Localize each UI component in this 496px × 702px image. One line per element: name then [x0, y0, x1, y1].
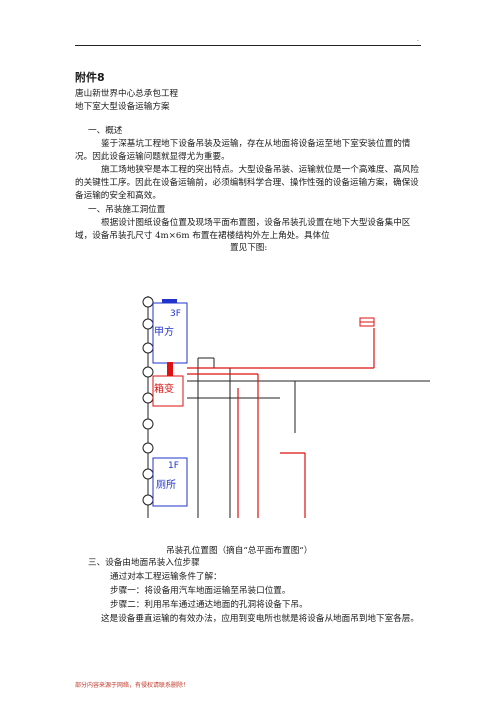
blue-cap [162, 299, 177, 305]
node-circle [142, 392, 154, 404]
section3-paragraph2: 这是设备垂直运输的有效办法，应用到变电所也就是将设备从地面吊到地下室各层。 [101, 614, 419, 624]
header-rule [75, 45, 421, 46]
footer-note: 部分内容来源于网络，有侵权请联系删除！ [75, 682, 190, 689]
section1-paragraph2: 施工场地狭窄是本工程的突出特点。大型设备吊装、运输就位是一个高难度、高风险的关键… [75, 165, 419, 201]
red-marker [167, 362, 173, 378]
section2-paragraph1: 根据设计图纸设备位置及现场平面布置图，设备吊装孔设置在地下大型设备集中区域，设备… [75, 218, 411, 241]
label-jingbian: 箱变 [154, 382, 174, 395]
section2-heading: 一、吊装施工洞位置 [88, 205, 166, 215]
section3-step1: 步骤一：将设备用汽车地面运输至吊装口位置。 [110, 586, 291, 596]
hoist-hole-location-diagram: 3F 甲方 箱变 1F 厕所 [142, 296, 430, 518]
label-3f: 3F [170, 309, 181, 319]
doc-title-line2: 地下室大型设备运输方案 [75, 102, 170, 112]
node-circle [142, 342, 154, 354]
diagram-caption: 吊装孔位置图（摘自“总平面布置图“） [166, 546, 313, 556]
section2-paragraph1-end: 置见下图: [230, 243, 268, 253]
attachment-label: 附件8 [75, 71, 105, 84]
header-mark: . [417, 36, 419, 43]
section3-heading: 三、设备由地面吊装入位步骤 [88, 558, 200, 568]
box-transformer [152, 375, 184, 407]
section1-paragraph1: 鉴于深基坑工程地下设备吊装及运输，存在从地面将设备运至地下室安装位置的情况。因此… [75, 139, 411, 162]
building-1f-box [152, 457, 188, 507]
node-circle [142, 418, 154, 430]
node-circle [142, 366, 154, 378]
label-cesuo: 厕所 [156, 479, 176, 491]
section1-heading: 一、概述 [88, 126, 123, 136]
section3-paragraph1: 通过对本工程运输条件了解： [110, 572, 222, 582]
node-circle [142, 296, 154, 308]
node-circle [142, 318, 154, 330]
section3-step2: 步骤二：利用吊车通过通达地面的孔洞将设备下吊。 [110, 600, 308, 610]
node-circle [142, 442, 154, 454]
node-circle [142, 468, 154, 480]
label-1f: 1F [168, 461, 179, 471]
doc-title-line1: 唐山新世界中心总承包工程 [75, 89, 179, 99]
node-circle [142, 494, 154, 506]
label-jiafang: 甲方 [154, 325, 174, 338]
diagram-node-circles [142, 296, 154, 506]
